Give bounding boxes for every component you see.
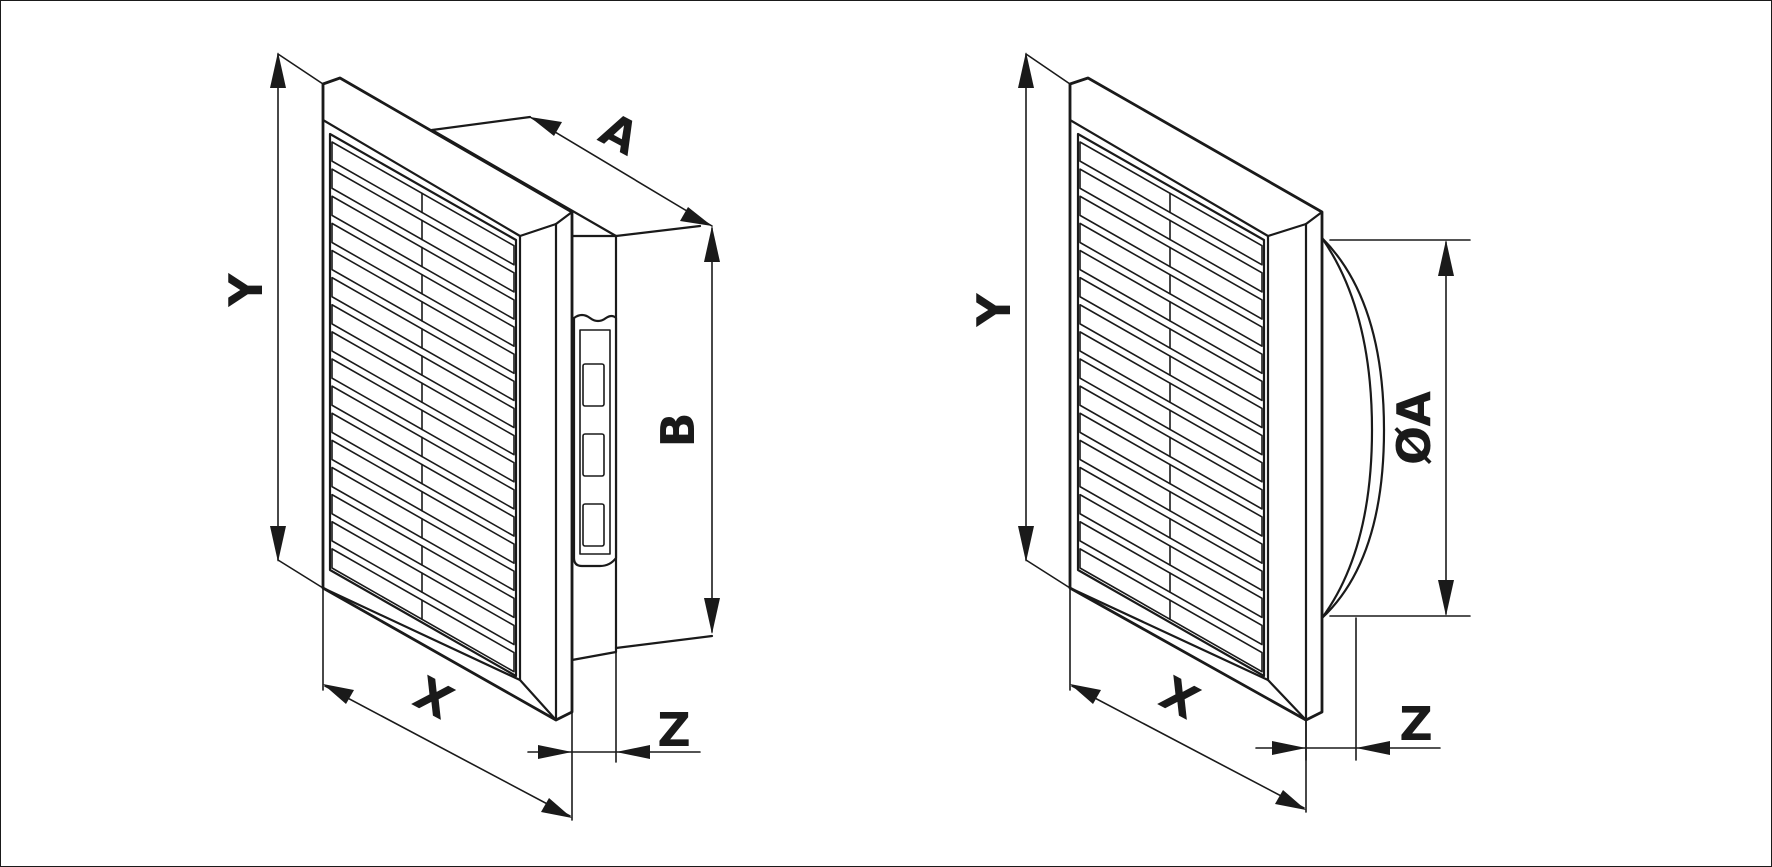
louver-slat (1079, 141, 1263, 266)
label-z: Z (657, 703, 690, 757)
louver-slat (331, 141, 515, 266)
grille-round-spigot: Y X ØA Z (967, 52, 1471, 813)
louver-slat (1079, 412, 1263, 537)
louver-slat (1079, 168, 1263, 293)
dimension-z: Z (527, 651, 701, 763)
louver-slat (331, 466, 515, 592)
grille-square-spigot: Y X A B (219, 52, 720, 821)
dimension-y-right: Y (967, 52, 1071, 589)
louver-slat (1079, 548, 1263, 673)
dimension-diameter-a: ØA (1329, 239, 1471, 617)
louver-slat (1079, 276, 1263, 402)
louver-slat (331, 222, 515, 348)
louver-slat (1079, 385, 1263, 510)
louver-slat (1079, 358, 1263, 483)
louver-slat (1079, 439, 1263, 565)
louver-slat (331, 493, 515, 619)
side-clip (572, 313, 618, 568)
dimension-z-right: Z (1255, 617, 1441, 761)
louver-slat (331, 195, 515, 320)
louver-slat (1079, 249, 1263, 375)
label-y: Y (219, 273, 273, 308)
louver-slat (1079, 222, 1263, 348)
louver-slat (331, 439, 515, 565)
louver-slat (1079, 331, 1263, 456)
label-b: B (651, 412, 705, 447)
louver-slat (331, 249, 515, 375)
louvers-right (1079, 141, 1263, 673)
louver-slat (331, 385, 515, 510)
label-a: A (591, 102, 648, 167)
louver-slat (331, 412, 515, 537)
louvers (331, 141, 515, 673)
louver-slat (331, 520, 515, 646)
label-x-right: X (1151, 666, 1208, 730)
louver-slat (331, 303, 515, 429)
louver-slat (1079, 493, 1263, 619)
label-x: X (405, 666, 462, 730)
louver-slat (331, 276, 515, 402)
louver-slat (331, 358, 515, 483)
dimension-b: B (651, 226, 720, 634)
louver-slat (331, 331, 515, 456)
louver-slat (331, 548, 515, 673)
label-z-right: Z (1399, 697, 1432, 751)
round-spigot (1320, 236, 1386, 621)
dimension-y: Y (219, 52, 324, 589)
louver-slat (331, 168, 515, 293)
louver-slat (1079, 303, 1263, 429)
label-y-right: Y (967, 293, 1021, 328)
louver-slat (1079, 195, 1263, 320)
label-diameter-a: ØA (1387, 391, 1441, 465)
louver-slat (1079, 520, 1263, 646)
louver-slat (1079, 466, 1263, 592)
